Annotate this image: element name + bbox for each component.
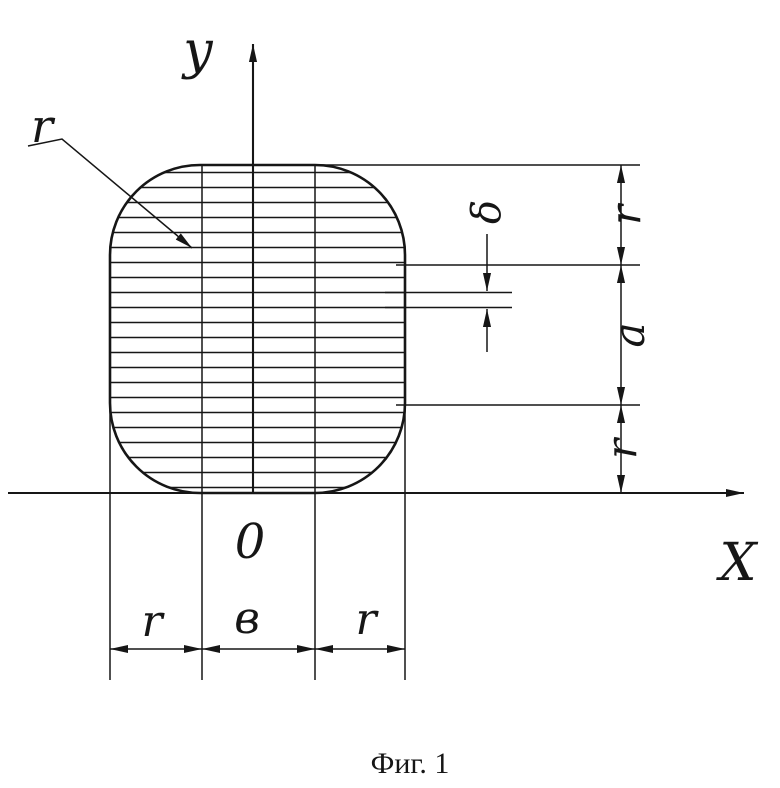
- y-axis-label: y: [181, 21, 213, 81]
- dim-right-middle-label: a: [605, 322, 654, 347]
- dim-bottom-center-label: в: [234, 593, 260, 644]
- dim-right-top-label: r: [601, 202, 650, 225]
- dimension-bottom: r в r: [110, 593, 405, 654]
- dimension-delta: δ: [385, 200, 512, 352]
- construction-lines: [109, 164, 640, 680]
- corner-radius-label: r: [31, 99, 56, 153]
- origin-label: 0: [235, 514, 266, 570]
- dim-bottom-right-label: r: [355, 594, 379, 645]
- figure-caption: Фиг. 1: [371, 747, 450, 780]
- corner-radius-leader: r: [27, 99, 193, 249]
- leader-line: [27, 138, 193, 249]
- cross-section: [108, 163, 407, 495]
- dim-right-bottom-label: r: [597, 436, 646, 459]
- dim-bottom-left-label: r: [141, 596, 165, 647]
- cross-section-outline: [108, 163, 407, 495]
- x-axis-label: X: [715, 533, 758, 593]
- dimension-right: r a r: [597, 165, 654, 493]
- coordinate-axes: y X 0: [8, 21, 758, 593]
- delta-label: δ: [464, 200, 510, 224]
